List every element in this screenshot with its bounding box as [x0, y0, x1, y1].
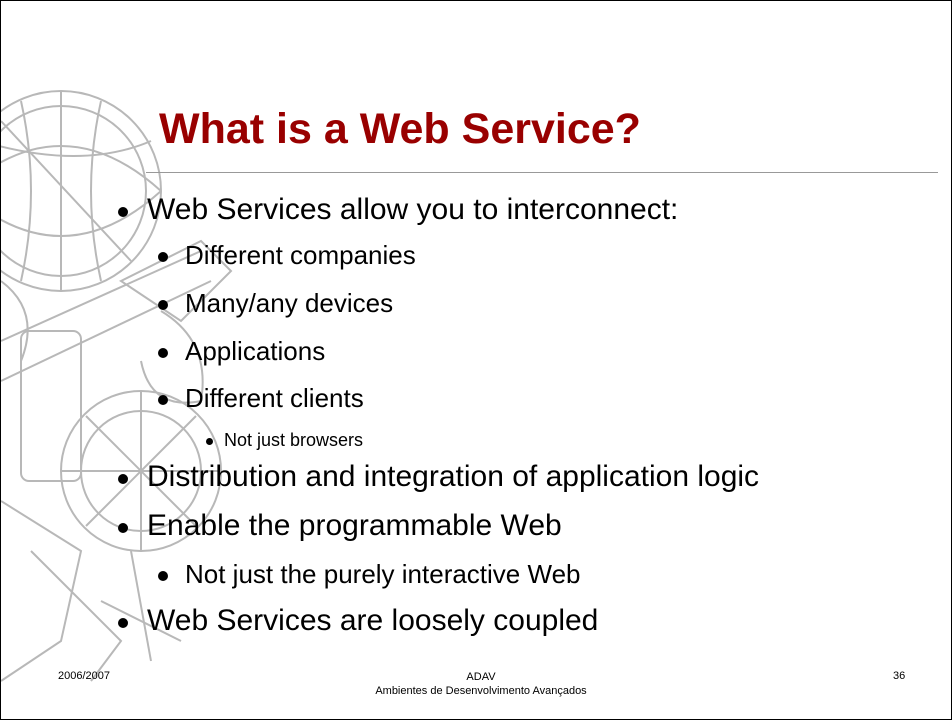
- footer-course-name: Ambientes de Desenvolvimento Avançados: [375, 685, 587, 697]
- bullet-level1: Enable the programmable Web: [118, 509, 562, 543]
- bullet-dot-icon: [158, 252, 168, 262]
- title-divider: [146, 172, 938, 173]
- bullet-text: Many/any devices: [185, 288, 394, 318]
- bullet-text: Applications: [185, 336, 326, 366]
- bullet-level1: Distribution and integration of applicat…: [118, 460, 760, 494]
- footer-course: ADAV Ambientes de Desenvolvimento Avança…: [301, 670, 661, 698]
- bullet-text: Not just browsers: [224, 430, 364, 450]
- bullet-dot-icon: [158, 300, 168, 310]
- bullet-dot-icon: [158, 571, 168, 581]
- bullet-level1: Web Services are loosely coupled: [118, 604, 599, 638]
- bullet-level2: Applications: [158, 336, 326, 367]
- slide-number: 36: [893, 670, 906, 682]
- bullet-text: Distribution and integration of applicat…: [147, 460, 760, 493]
- bullet-level2: Different clients: [158, 383, 364, 414]
- bullet-level1: Web Services allow you to interconnect:: [118, 193, 679, 227]
- bullet-dot-icon: [158, 348, 168, 358]
- bullet-text: Web Services are loosely coupled: [147, 604, 599, 637]
- bullet-level2: Many/any devices: [158, 288, 394, 319]
- bullet-dot-icon: [206, 438, 213, 445]
- bullet-level3: Not just browsers: [206, 430, 364, 451]
- bullet-dot-icon: [158, 395, 168, 405]
- bullet-dot-icon: [118, 207, 128, 217]
- bullet-text: Web Services allow you to interconnect:: [147, 193, 679, 226]
- footer-date: 2006/2007: [58, 670, 110, 682]
- bullet-dot-icon: [118, 618, 128, 628]
- footer-course-code: ADAV: [466, 671, 496, 683]
- bullet-dot-icon: [118, 474, 128, 484]
- bullet-text: Different companies: [185, 240, 416, 270]
- bullet-level2: Different companies: [158, 240, 416, 271]
- bullet-text: Enable the programmable Web: [147, 509, 562, 542]
- bullet-text: Different clients: [185, 383, 364, 413]
- bullet-level2: Not just the purely interactive Web: [158, 559, 581, 590]
- slide-title: What is a Web Service?: [159, 105, 641, 153]
- bullet-text: Not just the purely interactive Web: [185, 559, 581, 589]
- bullet-dot-icon: [118, 523, 128, 533]
